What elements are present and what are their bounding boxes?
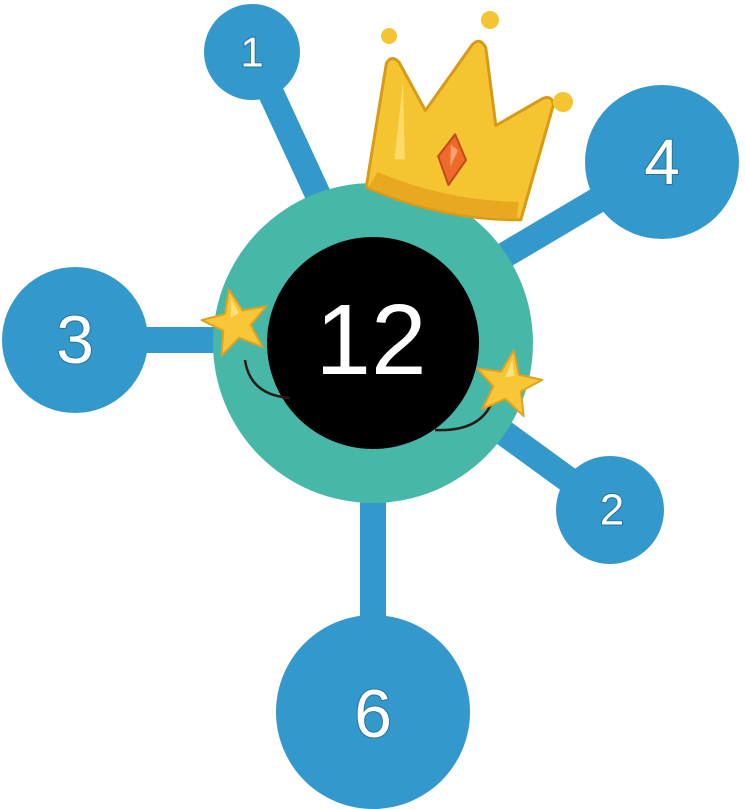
star-icon: [476, 349, 544, 418]
node-1[interactable]: 1: [204, 4, 300, 100]
center-core: [267, 237, 479, 449]
star-icon: [200, 288, 268, 357]
node-4-value: 4: [644, 126, 680, 198]
node-2[interactable]: 2: [556, 456, 664, 564]
center-node[interactable]: 12: [213, 183, 533, 503]
center-value: 12: [315, 284, 426, 396]
node-3-value: 3: [56, 302, 94, 378]
crown-icon: [364, 39, 555, 222]
node-2-value: 2: [600, 486, 624, 535]
right-arm: [434, 401, 494, 432]
left-arm: [243, 359, 291, 400]
node-6[interactable]: 6: [276, 615, 470, 809]
node-1-value: 1: [240, 29, 263, 76]
node-4[interactable]: 4: [585, 85, 739, 239]
node-3[interactable]: 3: [2, 267, 148, 413]
crown-sparkles: [381, 11, 573, 112]
node-6-value: 6: [354, 676, 392, 752]
